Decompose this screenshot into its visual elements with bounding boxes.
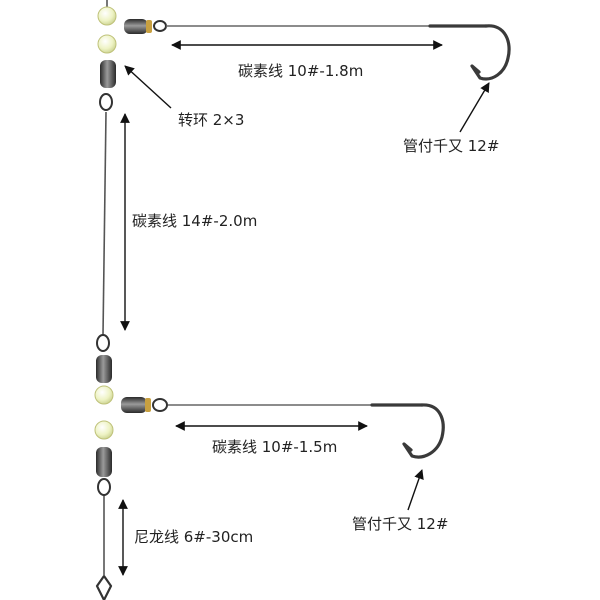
upper-hook-pointer-arrow xyxy=(459,82,490,133)
luminous-bead-icon xyxy=(97,6,117,26)
swivel-label: 转环 2×3 xyxy=(178,111,244,129)
fish-hook-icon xyxy=(370,403,445,459)
upper-branch-line-label: 碳素线 10#-1.8m xyxy=(238,62,363,80)
swivel-gold-ring xyxy=(146,20,152,33)
swivel-gold-ring xyxy=(145,398,151,412)
swivel-eye xyxy=(97,478,111,496)
rolling-swivel-icon xyxy=(121,397,147,413)
upper-swivel-cluster xyxy=(97,6,167,111)
luminous-bead-icon xyxy=(94,420,114,440)
rolling-swivel-icon xyxy=(100,60,116,88)
lower-hook-label: 管付千又 12# xyxy=(352,515,448,533)
swivel-eye xyxy=(99,93,113,111)
lower-hook-pointer-arrow xyxy=(407,469,424,511)
leader-line-label: 尼龙线 6#-30cm xyxy=(134,528,253,546)
fish-hook-icon xyxy=(428,24,511,81)
rolling-swivel-icon xyxy=(96,355,112,383)
rolling-swivel-icon xyxy=(96,447,112,477)
swivel-eye xyxy=(153,20,167,32)
swivel-eye xyxy=(96,334,110,352)
upper-hook-label: 管付千又 12# xyxy=(403,137,499,155)
luminous-bead-icon xyxy=(97,34,117,54)
luminous-bead-icon xyxy=(94,385,114,405)
snap-clip-icon xyxy=(95,575,113,600)
main-line-label: 碳素线 14#-2.0m xyxy=(132,212,257,230)
lower-swivel-cluster xyxy=(94,334,168,496)
main-line xyxy=(102,111,107,336)
rolling-swivel-icon xyxy=(124,19,148,34)
swivel-pointer-arrow xyxy=(124,65,172,109)
lower-branch-line-label: 碳素线 10#-1.5m xyxy=(212,438,337,456)
swivel-eye xyxy=(152,398,168,412)
